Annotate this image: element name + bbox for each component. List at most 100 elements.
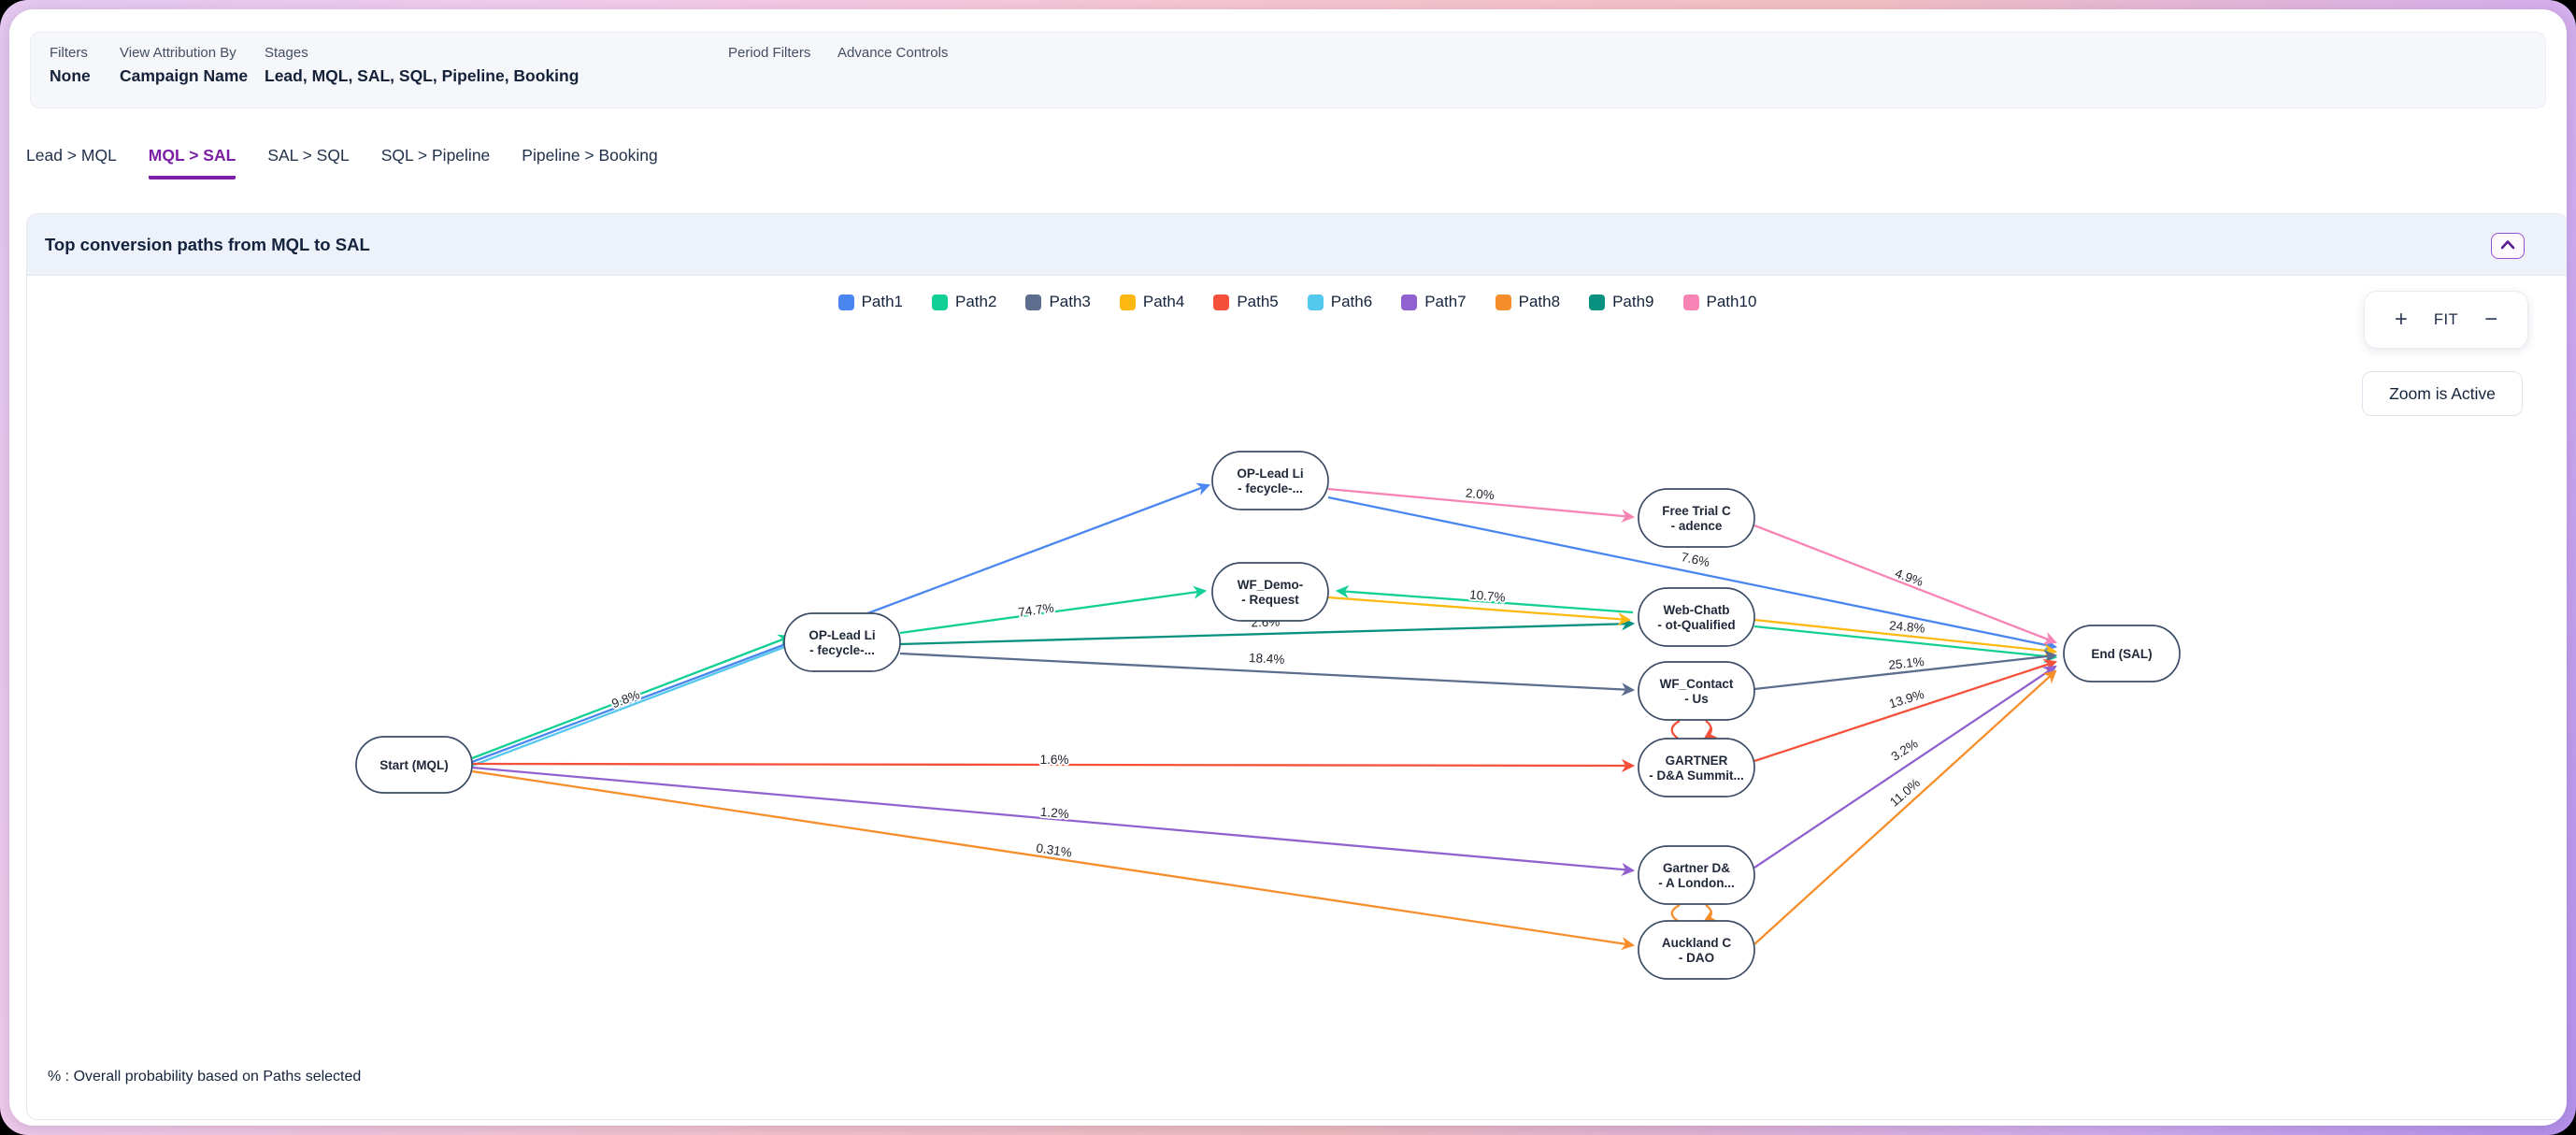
- chevron-up-icon: [2500, 237, 2515, 254]
- tab-mql-sal[interactable]: MQL > SAL: [148, 146, 236, 180]
- legend-item-path7[interactable]: Path7: [1401, 293, 1467, 311]
- node-op-lead-top[interactable]: OP-Lead Li- fecycle-...: [1211, 451, 1329, 510]
- filter-advance-controls[interactable]: Advance Controls: [837, 45, 948, 66]
- node-gartner-london[interactable]: Gartner D&- A London...: [1638, 845, 1755, 905]
- edge-gartner-london-to-auckland: [1703, 904, 1719, 923]
- edge-start-to-op-lead-mid: [471, 643, 791, 768]
- legend-swatch: [1682, 294, 1699, 310]
- stage-tabs: Lead > MQL MQL > SAL SAL > SQL SQL > Pip…: [26, 146, 658, 180]
- edge-percent-label: 1.2%: [1039, 805, 1069, 822]
- legend-item-path3[interactable]: Path3: [1025, 293, 1091, 311]
- filter-period-filters[interactable]: Period Filters: [728, 45, 810, 66]
- panel-header: Top conversion paths from MQL to SAL: [27, 214, 2567, 276]
- edge-op-lead-top-to-free-trial: [1327, 487, 1636, 523]
- edge-start-to-gartner-summit: [471, 758, 1636, 773]
- filter-label: Period Filters: [728, 45, 811, 61]
- filter-label: Filters: [50, 45, 88, 61]
- legend-label: Path10: [1706, 293, 1757, 310]
- edge-percent-label: 11.0%: [1887, 776, 1923, 810]
- legend-item-path8[interactable]: Path8: [1495, 293, 1561, 311]
- svg-text:GARTNER- D&A Summit...: GARTNER- D&A Summit...: [1649, 754, 1744, 783]
- legend-item-path2[interactable]: Path2: [932, 293, 996, 311]
- node-start[interactable]: Start (MQL): [355, 736, 473, 794]
- edge-percent-label: 7.6%: [1680, 550, 1710, 569]
- svg-text:OP-Lead Li- fecycle-...: OP-Lead Li- fecycle-...: [809, 628, 875, 657]
- edge-wf-contact-to-end: [1753, 650, 2058, 691]
- filter-value: Lead, MQL, SAL, SQL, Pipeline, Booking: [265, 66, 580, 85]
- legend-swatch: [837, 294, 854, 310]
- edge-percent-label: 18.4%: [1249, 651, 1285, 667]
- svg-text:Start (MQL): Start (MQL): [379, 758, 449, 772]
- svg-text:OP-Lead Li- fecycle-...: OP-Lead Li- fecycle-...: [1237, 467, 1303, 496]
- zoom-toolbar: + FIT −: [2364, 291, 2528, 349]
- node-op-lead-mid[interactable]: OP-Lead Li- fecycle-...: [783, 612, 901, 672]
- legend-label: Path9: [1612, 293, 1654, 310]
- edge-gartner-summit-to-end: [1753, 659, 2058, 763]
- edge-free-trial-to-end: [1753, 524, 2057, 645]
- tab-lead-mql[interactable]: Lead > MQL: [26, 146, 117, 165]
- legend-label: Path7: [1424, 293, 1467, 310]
- svg-text:WF_Demo-- Request: WF_Demo-- Request: [1238, 578, 1304, 607]
- node-web-chat[interactable]: Web-Chatb- ot-Qualified: [1638, 587, 1755, 647]
- legend-item-path4[interactable]: Path4: [1119, 293, 1184, 311]
- legend-label: Path5: [1237, 293, 1279, 310]
- legend-label: Path3: [1049, 293, 1091, 310]
- legend-swatch: [1025, 294, 1042, 310]
- legend-swatch: [1401, 294, 1418, 310]
- edge-web-chat-to-end: [1753, 618, 2058, 657]
- fit-button[interactable]: FIT: [2433, 310, 2459, 328]
- legend-item-path9[interactable]: Path9: [1589, 293, 1654, 311]
- edge-start-to-auckland: [471, 769, 1636, 951]
- tab-sql-pipeline[interactable]: SQL > Pipeline: [380, 146, 491, 165]
- zoom-out-button[interactable]: −: [2484, 307, 2498, 332]
- edge-web-chat-to-end: [1753, 625, 2058, 663]
- svg-text:End (SAL): End (SAL): [2091, 647, 2152, 661]
- conversion-path-diagram: 9.8%74.7%2.6%18.4%2.0%7.6%10.7%24.8%25.1…: [355, 451, 2181, 980]
- legend-label: Path8: [1518, 293, 1561, 310]
- edge-start-to-gartner-london: [471, 766, 1636, 877]
- node-wf-demo[interactable]: WF_Demo-- Request: [1211, 562, 1329, 622]
- edge-op-lead-mid-to-wf-contact: [899, 652, 1636, 697]
- legend-item-path6[interactable]: Path6: [1307, 293, 1372, 311]
- svg-text:Auckland C- DAO: Auckland C- DAO: [1662, 936, 1732, 965]
- legend-swatch: [1589, 294, 1606, 310]
- legend-swatch: [1213, 294, 1230, 310]
- legend-label: Path2: [955, 293, 997, 310]
- zoom-in-button[interactable]: +: [2394, 307, 2408, 332]
- conversion-paths-panel: Top conversion paths from MQL to SAL Pat…: [26, 213, 2567, 1120]
- edge-percent-label: 10.7%: [1469, 587, 1506, 604]
- edge-percent-label: 1.6%: [1040, 753, 1069, 767]
- node-auckland[interactable]: Auckland C- DAO: [1638, 920, 1755, 980]
- edge-gartner-london-to-end: [1753, 665, 2057, 869]
- edge-wf-contact-to-gartner-summit: [1703, 720, 1719, 740]
- legend-swatch: [1495, 294, 1511, 310]
- filter-filters[interactable]: Filters None: [50, 45, 91, 86]
- legend-item-path5[interactable]: Path5: [1213, 293, 1279, 311]
- edge-op-lead-mid-to-web-chat: [899, 617, 1636, 646]
- collapse-panel-button[interactable]: [2491, 233, 2525, 259]
- edge-op-lead-top-to-end: [1327, 496, 2058, 652]
- svg-text:Free Trial C- adence: Free Trial C- adence: [1662, 504, 1731, 533]
- legend-label: Path1: [861, 293, 904, 310]
- edge-percent-label: 2.0%: [1465, 486, 1495, 503]
- node-gartner-summit[interactable]: GARTNER- D&A Summit...: [1638, 738, 1755, 797]
- node-free-trial[interactable]: Free Trial C- adence: [1638, 488, 1755, 548]
- filter-view-attribution-by[interactable]: View Attribution By Campaign Name: [120, 45, 248, 86]
- filter-value: Campaign Name: [120, 66, 249, 85]
- edge-percent-label: 24.8%: [1889, 618, 1925, 635]
- path-legend: Path1 Path2 Path3 Path4 Path5 Path6 Path7 Path8…: [27, 293, 2567, 311]
- app-card: Filters None View Attribution By Campaig…: [9, 9, 2567, 1126]
- edge-wf-contact-to-gartner-summit: [1670, 719, 1681, 740]
- node-end[interactable]: End (SAL): [2063, 625, 2181, 682]
- tab-sal-sql[interactable]: SAL > SQL: [267, 146, 350, 165]
- node-wf-contact[interactable]: WF_Contact- Us: [1638, 661, 1755, 721]
- tab-pipeline-booking[interactable]: Pipeline > Booking: [522, 146, 658, 165]
- svg-text:Gartner D&- A London...: Gartner D&- A London...: [1658, 861, 1734, 890]
- edge-wf-demo-to-web-chat: [1327, 596, 1632, 626]
- filter-bar: Filters None View Attribution By Campaig…: [30, 32, 2546, 108]
- filter-stages[interactable]: Stages Lead, MQL, SAL, SQL, Pipeline, Bo…: [265, 45, 579, 86]
- legend-swatch: [932, 294, 949, 310]
- edge-gartner-london-to-auckland: [1670, 903, 1681, 924]
- legend-item-path1[interactable]: Path1: [837, 293, 904, 311]
- legend-item-path10[interactable]: Path10: [1682, 293, 1757, 311]
